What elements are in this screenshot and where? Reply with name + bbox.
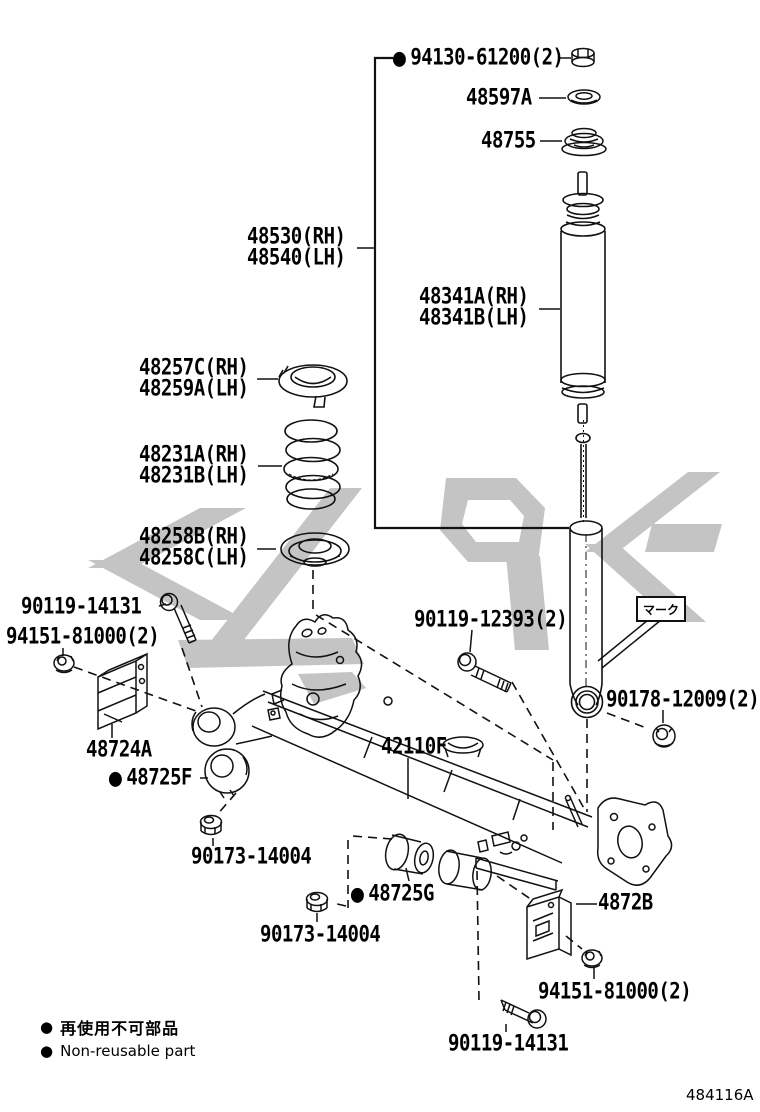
part-label-48725f: ●48725F [108, 764, 192, 791]
bolt-90119-12393-icon [457, 652, 512, 693]
part-label-94130-61200: ●94130-61200(2) [392, 44, 564, 71]
bushing-48725g-icon [384, 833, 435, 875]
legend-text-jp: 再使用不可部品 [60, 1019, 180, 1038]
bushing-48725f-icon [204, 748, 250, 799]
part-label-94151-81000-bottom: 94151-81000(2) [538, 978, 692, 1005]
bracket-4872b-icon [526, 888, 572, 961]
mark-tag-box: マーク [636, 596, 686, 622]
non-reusable-bullet: ● [108, 767, 123, 791]
shock-absorber-lower-icon [569, 403, 604, 719]
part-label-94151-81000-left: 94151-81000(2) [6, 623, 160, 650]
part-label-42110f: 42110F [381, 733, 447, 760]
part-label-48231: 48231A(RH) 48231B(LH) [139, 441, 249, 489]
part-label-48530-48540: 48530(RH) 48540(LH) [247, 223, 346, 271]
nut-90178-icon [652, 724, 676, 748]
non-reusable-bullet: ● [350, 883, 365, 907]
document-number: 484116A [686, 1086, 754, 1104]
bolt-90119-14131-bottom-icon [500, 999, 547, 1029]
part-label-48725g: ●48725G [350, 880, 434, 907]
rear-axle-beam-icon [191, 614, 673, 891]
part-label-48258: 48258B(RH) 48258C(LH) [139, 523, 249, 571]
part-label-48257-48259: 48257C(RH) 48259A(LH) [139, 354, 249, 402]
flanged-nut-icon [571, 47, 595, 68]
part-label-90119-14131-bottom: 90119-14131 [448, 1030, 569, 1057]
part-label-4872b: 4872B [598, 889, 653, 916]
watermark-logo [88, 472, 722, 704]
spring-upper-seat-icon [278, 364, 348, 408]
part-label-90178-12009: 90178-12009(2) [606, 686, 760, 713]
part-label-48724a: 48724A [86, 736, 152, 763]
legend-row-jp: ● 再使用不可部品 [40, 1015, 195, 1039]
legend: ● 再使用不可部品 ● Non-reusable part [40, 1015, 195, 1063]
coil-spring-icon [283, 419, 341, 510]
legend-row-en: ● Non-reusable part [40, 1042, 195, 1060]
nut-94151-left-icon [53, 654, 75, 674]
part-label-90119-12393: 90119-12393(2) [414, 606, 568, 633]
part-label-90173-14004-upper: 90173-14004 [191, 843, 312, 870]
part-label-90173-14004-lower: 90173-14004 [260, 921, 381, 948]
nut-90173-lower-icon [305, 891, 329, 913]
legend-text-en: Non-reusable part [60, 1042, 196, 1060]
bracket-48724a-icon [97, 652, 148, 731]
part-label-48755: 48755 [481, 127, 536, 154]
part-label-90119-14131-left: 90119-14131 [21, 593, 142, 620]
cushion-washer-icon [567, 89, 601, 105]
shock-absorber-icon [560, 171, 606, 399]
spring-lower-seat-icon [280, 532, 350, 567]
non-reusable-bullet: ● [40, 1042, 54, 1060]
non-reusable-bullet: ● [40, 1018, 54, 1036]
part-label-48341: 48341A(RH) 48341B(LH) [419, 283, 529, 331]
nut-90173-upper-icon [199, 814, 223, 836]
nut-94151-bottom-icon [581, 949, 603, 969]
part-label-48597a: 48597A [466, 84, 532, 111]
group-bracket-line [373, 56, 569, 530]
shock-support-icon [561, 127, 607, 157]
non-reusable-bullet: ● [392, 47, 407, 71]
bolt-90119-14131-left-icon [159, 592, 197, 644]
